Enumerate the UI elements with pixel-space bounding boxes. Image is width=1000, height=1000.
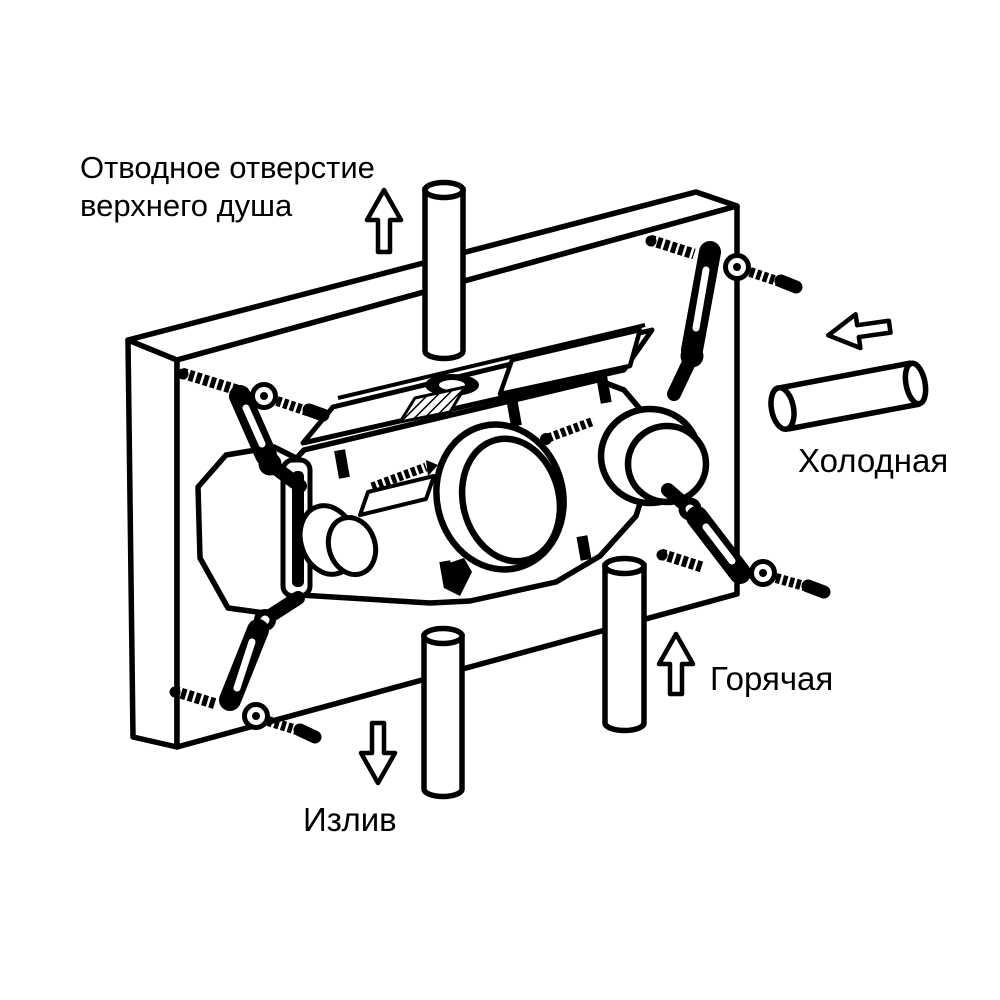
shower-outlet-pipe (422, 179, 466, 362)
threaded-stud-left (370, 460, 438, 492)
washer-hole (733, 263, 741, 271)
arm-slot (242, 404, 266, 448)
labels: Отводное отверстие верхнего душа Холодна… (80, 150, 948, 838)
deck-platform (497, 327, 643, 397)
pipe-bottom-line (787, 401, 921, 432)
pipe-body (602, 563, 647, 734)
washer-hole (252, 712, 260, 720)
bottom-bracket (440, 558, 472, 596)
screw-thread (774, 573, 810, 592)
washer-hole (759, 569, 767, 577)
arm-slot (692, 266, 710, 332)
pipe-near-opening (768, 385, 797, 432)
arm-link (263, 457, 307, 493)
pipe-top-opening (421, 625, 465, 647)
screw-head (302, 403, 330, 422)
pipe-body (421, 633, 465, 800)
deck-hatched-panel (398, 385, 467, 424)
pipe-body-fill (779, 363, 920, 429)
arm-slot (233, 638, 256, 692)
hot-water-label: Горячая (710, 660, 833, 697)
pipe-far-end (902, 360, 929, 407)
wall-plate-left-edge (125, 337, 180, 750)
screw-head (293, 723, 322, 744)
arm-link (667, 349, 699, 401)
stud-cap (177, 368, 189, 380)
threaded-stud-right (540, 416, 596, 445)
central-port-inner (458, 435, 564, 565)
hot-water-pipe (602, 555, 647, 734)
pipe-body (422, 187, 466, 362)
cold-water-pipe (768, 360, 929, 432)
stud-cap (645, 235, 657, 247)
wall-stud (180, 367, 239, 396)
fixing-assembly-bottom-right (656, 483, 831, 599)
screw-head (774, 274, 803, 294)
shower-outlet-label-line2: верхнего душа (80, 188, 293, 223)
fixing-assembly-top-right (645, 234, 803, 401)
down-arrow-icon (358, 720, 398, 786)
spout-label: Излив (303, 801, 397, 838)
pipe-top-opening (602, 555, 647, 577)
shower-outlet-label-line1: Отводное отверстие (80, 150, 375, 185)
flow-arrows (358, 187, 893, 786)
stud-cap (169, 686, 181, 698)
left-port-inner (325, 515, 379, 577)
screw-head (801, 579, 831, 599)
pipe-top-line (778, 360, 912, 391)
screw-thread (748, 267, 782, 287)
left-arrow-icon (826, 312, 893, 351)
screw-thread (266, 716, 302, 736)
body-name-plate (358, 474, 436, 517)
fixing-assembly-bottom-left (169, 591, 322, 744)
pipe-top-opening (422, 179, 466, 201)
washer-hole (260, 392, 268, 400)
fixing-assembly-top-left (177, 367, 330, 493)
stud-cap (656, 549, 668, 561)
deck-rim-line (337, 323, 646, 400)
wall-stud (648, 234, 696, 260)
up-arrow-icon (364, 187, 404, 255)
spout-pipe (421, 625, 465, 800)
up-arrow-icon (656, 631, 696, 697)
right-port-inner (624, 422, 710, 506)
cold-water-label: Холодная (798, 442, 948, 479)
arm-slot (702, 523, 736, 565)
